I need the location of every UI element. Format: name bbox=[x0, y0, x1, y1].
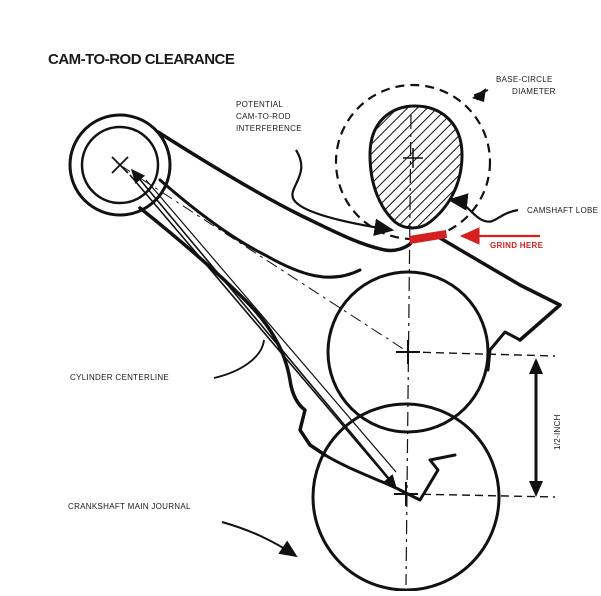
rod-big-end-lower bbox=[323, 453, 457, 502]
rod-length-arrow-1 bbox=[129, 174, 398, 490]
base-circle-pointer-head bbox=[472, 88, 486, 102]
rod-beam-upper-edge bbox=[156, 130, 412, 253]
camshaft-lobe bbox=[368, 104, 464, 230]
rod-beam-lower-edge bbox=[138, 206, 327, 457]
crankshaft-main-journal bbox=[311, 402, 501, 592]
interference-label-line-1: POTENTIAL bbox=[236, 100, 283, 109]
grind-mark bbox=[409, 230, 447, 244]
dimension-line-upper bbox=[409, 351, 556, 357]
camshaft-lobe-arrow bbox=[447, 193, 519, 223]
rod-centerline bbox=[119, 164, 409, 353]
interference-label-line-2: CAM-TO-ROD bbox=[236, 112, 291, 121]
cam-center-mark bbox=[403, 148, 423, 168]
grind-here-label: GRIND HERE bbox=[490, 241, 544, 250]
diagram-title: CAM-TO-ROD CLEARANCE bbox=[48, 51, 235, 68]
connecting-rod bbox=[68, 113, 562, 502]
small-end-center-mark bbox=[111, 156, 129, 174]
crankshaft-arrow bbox=[221, 521, 298, 558]
camshaft-lobe-label: CAMSHAFT LOBE bbox=[527, 206, 598, 215]
rod-big-end-upper-edge bbox=[438, 236, 562, 342]
rod-big-end-notch bbox=[486, 330, 522, 372]
dimension-line-lower bbox=[409, 493, 556, 498]
rod-small-end-bore bbox=[80, 125, 160, 205]
interference-arrow bbox=[291, 149, 395, 237]
dimension-arrow-top bbox=[529, 358, 543, 374]
rod-small-end-outer bbox=[68, 113, 172, 217]
crankshaft-label: CRANKSHAFT MAIN JOURNAL bbox=[68, 502, 191, 511]
cylinder-centerline-pointer bbox=[213, 339, 265, 379]
base-circle-label-line-1: BASE-CIRCLE bbox=[496, 75, 553, 84]
cylinder-centerline-label: CYLINDER CENTERLINE bbox=[70, 373, 169, 382]
dimension-label: 1/2-INCH bbox=[553, 414, 562, 450]
dimension-arrow-bottom bbox=[529, 481, 543, 497]
rod-length-guide bbox=[145, 179, 397, 473]
base-circle-label-line-2: DIAMETER bbox=[512, 87, 556, 96]
interference-label-line-3: INTERFERENCE bbox=[236, 124, 302, 133]
rod-length-arrow-2 bbox=[130, 168, 393, 483]
rod-beam-inner-line bbox=[158, 178, 362, 279]
